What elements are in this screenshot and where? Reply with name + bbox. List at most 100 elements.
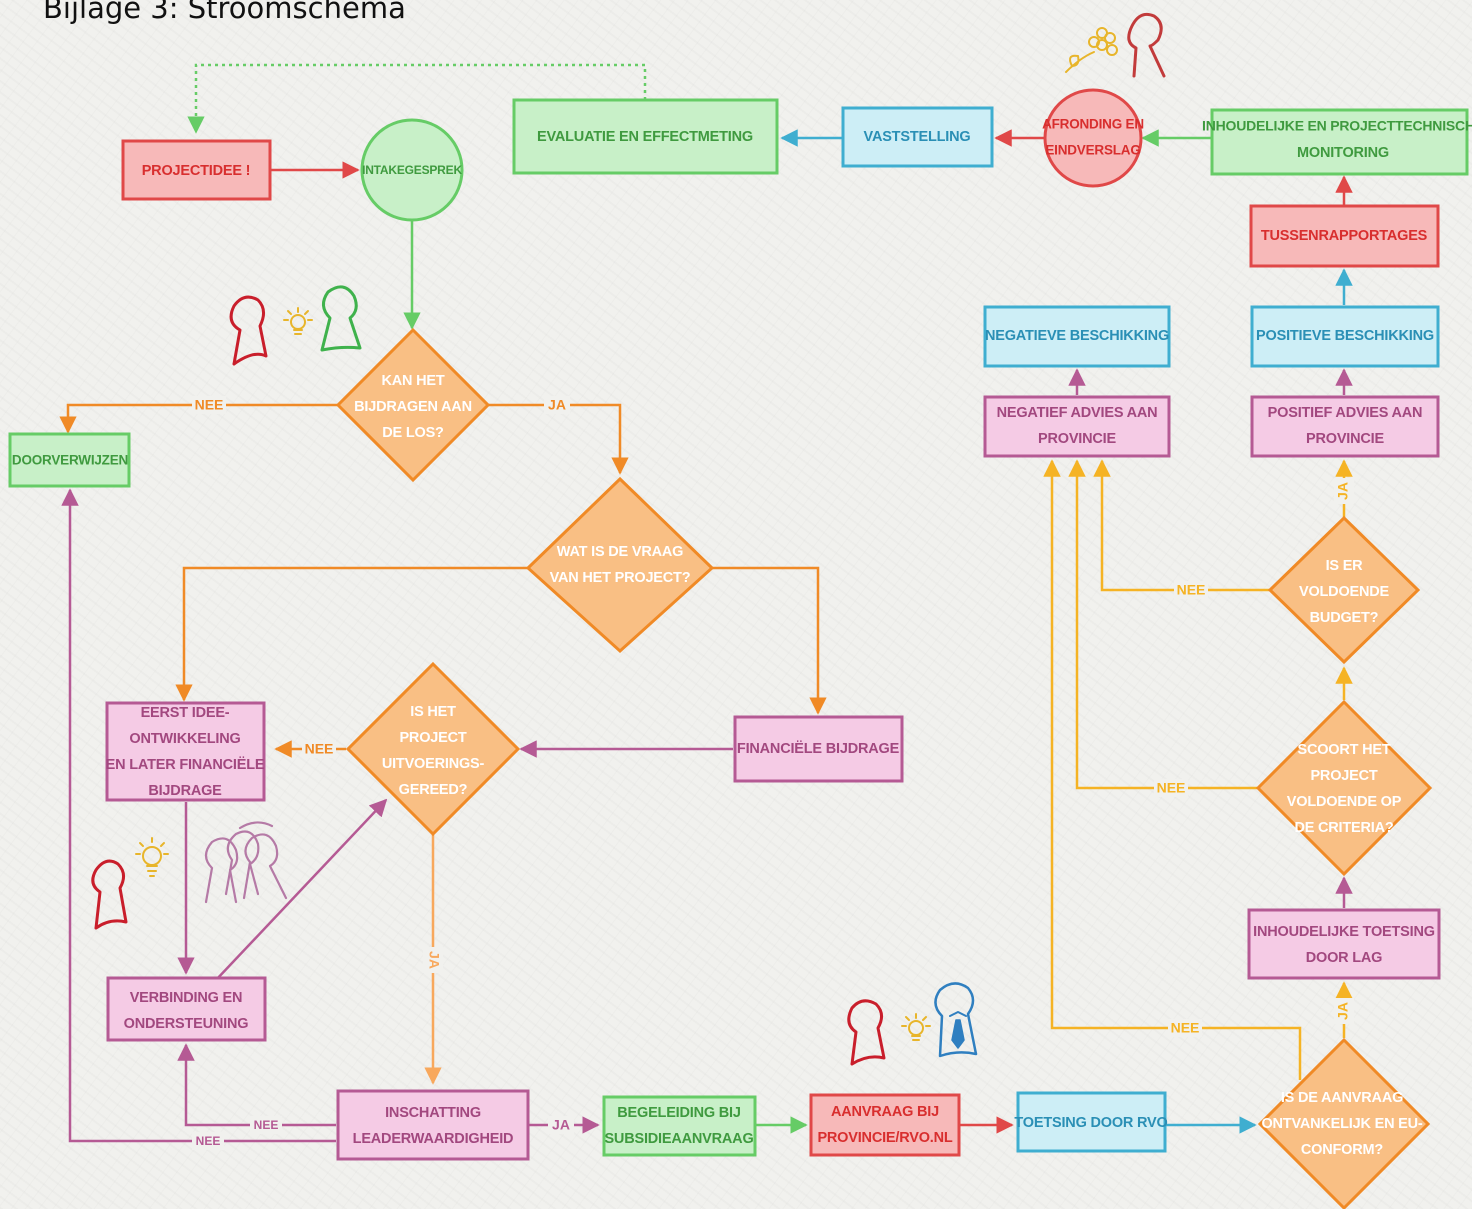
node-negatieve-beschikking: [983, 305, 1171, 368]
node-monitoring: [1210, 108, 1469, 176]
text-monitoring-1: INHOUDELIJKE EN PROJECTTECHNISCHE: [1202, 118, 1472, 134]
text-vraag-2: VAN HET PROJECT?: [550, 570, 691, 586]
text-uitvoering-3: UITVOERINGS-: [382, 756, 485, 772]
text-budget-1: IS ER: [1326, 558, 1364, 574]
lightbulb-icon: [901, 1013, 931, 1041]
node-afronding: [1043, 88, 1143, 188]
lightbulb-icon: [283, 307, 313, 335]
label-ja-budget: JA: [1335, 482, 1351, 500]
label-ja-uitvoering: JA: [426, 951, 442, 969]
label-nee-ontvankelijk: NEE: [1171, 1020, 1200, 1036]
text-begeleiding-2: SUBSIDIEAANVRAAG: [604, 1131, 753, 1147]
label-ja-ontvankelijk: JA: [1335, 1002, 1351, 1020]
text-aanvraag-1: AANVRAAG BIJ: [831, 1104, 939, 1120]
edge-inschatting-doorverwijzen: [61, 488, 336, 1143]
text-uitvoering-2: PROJECT: [399, 730, 466, 746]
node-positief-advies: [1250, 395, 1440, 458]
node-budget-vraag: [1267, 515, 1421, 665]
text-inschatting-2: LEADERWAARDIGHEID: [353, 1131, 514, 1147]
text-aanvraag-2: PROVINCIE/RVO.NL: [817, 1130, 952, 1146]
edge-vraag-financieel: [712, 566, 827, 715]
node-financiele-bijdrage: [733, 715, 904, 783]
node-negatief-advies: [983, 395, 1171, 458]
text-verbinding-1: VERBINDING EN: [130, 990, 243, 1006]
text-doorverwijzen: DOORVERWIJZEN: [12, 453, 128, 468]
node-vraag-vraag: [525, 476, 715, 654]
text-toetsing-lag-2: DOOR LAG: [1306, 950, 1383, 966]
lightbulb-icon: [135, 837, 169, 877]
edge-los-doorverwijzen: [59, 403, 338, 434]
label-ja-inschatting: JA: [552, 1117, 570, 1133]
text-eerst-idee-4: BIJDRAGE: [148, 783, 222, 799]
edge-vraag-eerstidee: [175, 566, 528, 702]
text-ontvankelijk-2: ONTVANKELIJK EN EU-: [1261, 1116, 1422, 1132]
node-vaststelling: [841, 106, 994, 168]
node-projectidee: [121, 139, 272, 201]
person-outline-icon: [91, 859, 128, 930]
text-monitoring-2: MONITORING: [1297, 145, 1389, 161]
label-nee-criteria: NEE: [1157, 780, 1186, 796]
text-criteria-1: SCOORT HET: [1297, 742, 1390, 758]
label-nee-inschatting-verbinding: NEE: [254, 1118, 279, 1132]
group-of-people-icon: [204, 821, 288, 904]
node-eerst-idee: [105, 701, 266, 802]
node-aanvraag: [809, 1093, 961, 1157]
text-verbinding-2: ONDERSTEUNING: [124, 1016, 249, 1032]
label-nee-inschatting-doorverwijzen: NEE: [196, 1134, 221, 1148]
page-title: Bijlage 3: Stroomschema: [43, 0, 406, 25]
text-vraag-1: WAT IS DE VRAAG: [557, 544, 683, 560]
text-toetsing-lag-1: INHOUDELIJKE TOETSING: [1253, 924, 1435, 940]
text-uitvoering-1: IS HET: [410, 704, 456, 720]
node-los-vraag: [335, 327, 491, 483]
text-ontvankelijk-3: CONFORM?: [1301, 1142, 1384, 1158]
text-los-2: BIJDRAGEN AAN: [354, 399, 472, 415]
person-outline-icon: [1127, 12, 1166, 78]
node-intakegesprek: [360, 118, 464, 222]
person-outline-icon: [320, 285, 362, 352]
edge-budget-negatief: [1093, 459, 1270, 592]
text-uitvoering-4: GEREED?: [399, 782, 468, 798]
node-toetsing-rvo: [1016, 1091, 1167, 1153]
edge-evaluatie-projectidee: [187, 63, 647, 134]
label-nee-uitvoering: NEE: [305, 741, 334, 757]
text-eerst-idee-1: EERST IDEE-: [141, 705, 230, 721]
label-nee-budget: NEE: [1177, 582, 1206, 598]
text-intakegesprek: INTAKEGESPREK: [362, 163, 462, 177]
text-begeleiding-1: BEGELEIDING BIJ: [617, 1105, 741, 1121]
edge-criteria-negatief: [1068, 459, 1257, 790]
text-positieve-beschikking: POSITIEVE BESCHIKKING: [1256, 328, 1434, 344]
text-inschatting-1: INSCHATTING: [385, 1105, 481, 1121]
businessman-with-tie-icon: [934, 982, 978, 1058]
text-eerst-idee-3: EN LATER FINANCIËLE: [106, 756, 265, 773]
text-vaststelling: VASTSTELLING: [864, 129, 971, 145]
node-uitvoering-vraag: [345, 661, 521, 837]
text-negatief-advies-1: NEGATIEF ADVIES AAN: [997, 405, 1158, 421]
node-criteria-vraag: [1255, 699, 1433, 877]
text-negatieve-beschikking: NEGATIEVE BESCHIKKING: [985, 328, 1169, 344]
text-eerst-idee-2: ONTWIKKELING: [129, 731, 240, 747]
edge-ontvankelijk-negatief: [1043, 459, 1302, 1080]
edge-los-vraag: [488, 403, 629, 475]
text-budget-2: VOLDOENDE: [1299, 584, 1390, 600]
node-positieve-beschikking: [1250, 305, 1440, 368]
text-criteria-3: VOLDOENDE OP: [1287, 794, 1402, 810]
node-verbinding: [106, 976, 267, 1042]
edge-inschatting-verbinding: [177, 1043, 336, 1127]
text-los-3: DE LOS?: [382, 425, 444, 441]
node-begeleiding: [602, 1095, 757, 1157]
text-projectidee: PROJECTIDEE !: [142, 163, 251, 179]
text-evaluatie: EVALUATIE EN EFFECTMETING: [537, 129, 753, 145]
text-budget-3: BUDGET?: [1310, 610, 1379, 626]
node-labels: PROJECTIDEE ! INTAKEGESPREK EVALUATIE EN…: [12, 117, 1472, 1158]
nodes: [8, 88, 1469, 1209]
node-toetsing-lag: [1247, 908, 1441, 980]
node-doorverwijzen: [8, 432, 131, 488]
node-ontvankelijk-vraag: [1257, 1037, 1431, 1209]
node-tussenrapportages: [1249, 204, 1440, 268]
text-positief-advies-1: POSITIEF ADVIES AAN: [1268, 405, 1423, 421]
text-toetsing-rvo: TOETSING DOOR RVO: [1014, 1115, 1167, 1131]
text-criteria-4: DE CRITERIA?: [1294, 820, 1393, 836]
flower-icon: [1065, 27, 1118, 73]
node-inschatting: [336, 1089, 530, 1161]
doodles: [91, 12, 1166, 1066]
